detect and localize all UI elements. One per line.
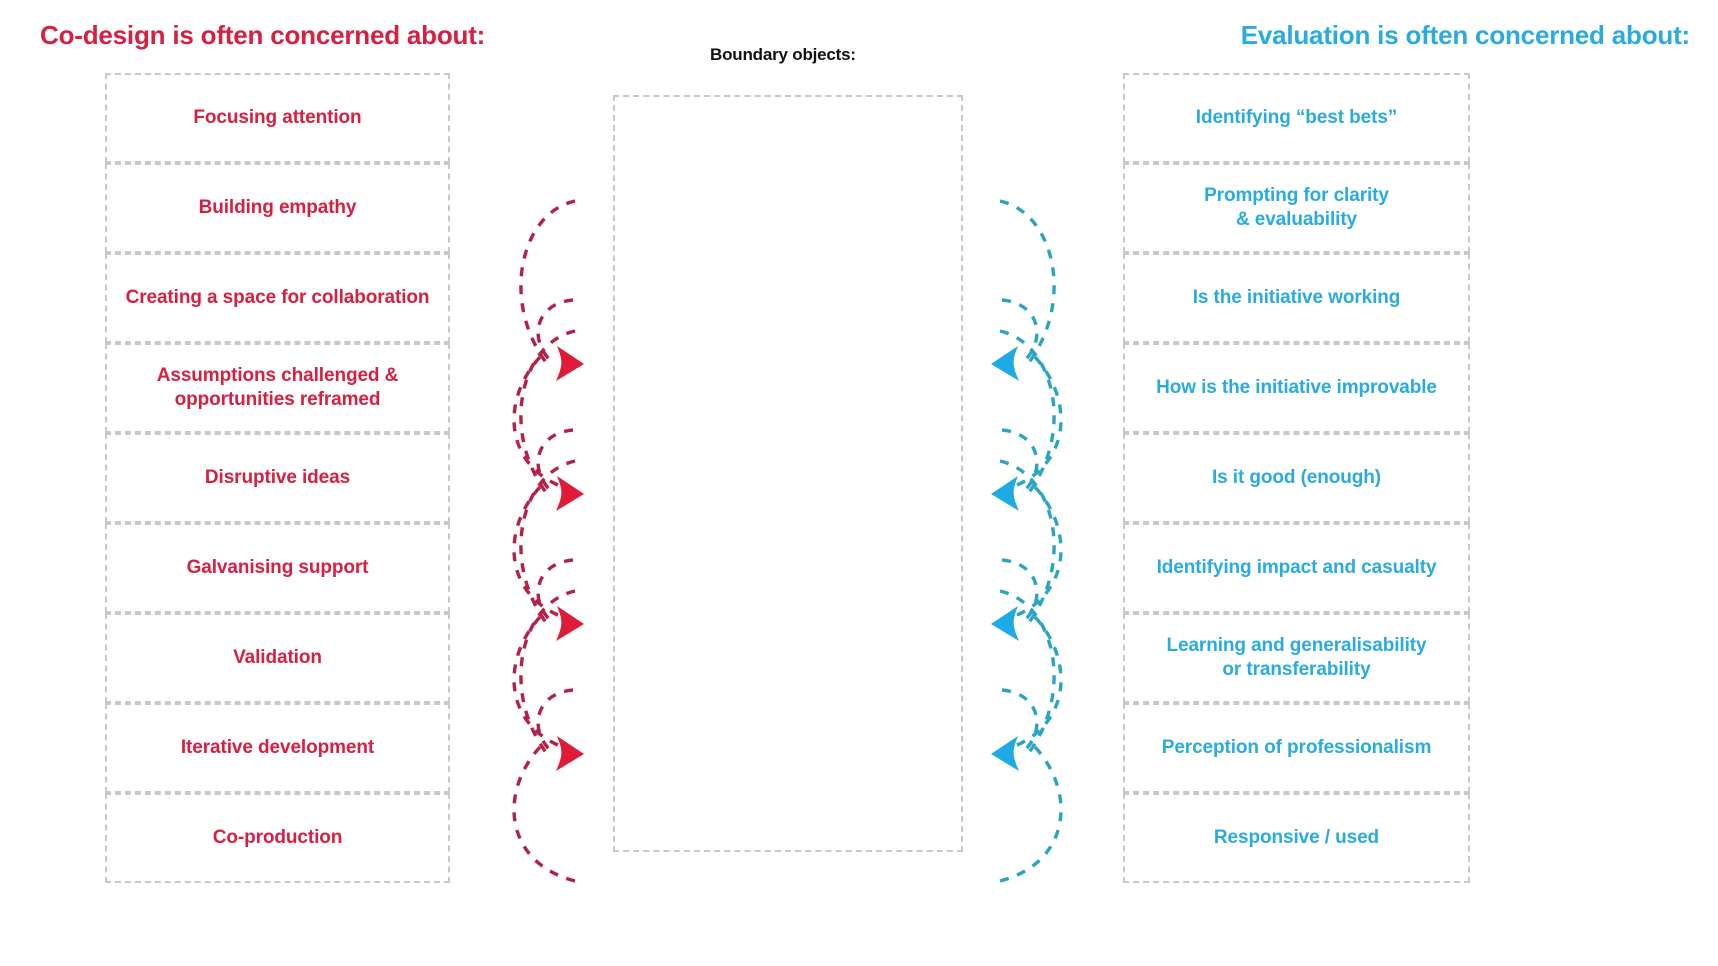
red-arrow-4-upper-curve	[519, 589, 576, 757]
evaluation-card-label: Perception of professionalism	[1161, 737, 1432, 759]
red-arrow-1	[512, 199, 584, 493]
blue-arrow-3-head	[991, 606, 1019, 641]
evaluation-card-label: Is the initiative working	[1192, 287, 1401, 309]
codesign-card[interactable]: Focusing attention	[105, 73, 450, 163]
codesign-card[interactable]: Building empathy	[105, 163, 450, 253]
evaluation-card-label: How is the initiative improvable	[1156, 377, 1437, 399]
blue-arrow-3-upper-curve	[999, 459, 1056, 627]
blue-arrow-2-lower-curve	[999, 485, 1063, 623]
red-arrow-1-lower-curve	[512, 355, 576, 493]
blue-arrow-4	[991, 589, 1063, 883]
evaluation-card[interactable]: Responsive / used	[1123, 793, 1470, 883]
evaluation-card[interactable]: Prompting for clarity& evaluability	[1123, 163, 1470, 253]
evaluation-card[interactable]: Perception of professionalism	[1123, 703, 1470, 793]
codesign-card[interactable]: Co-production	[105, 793, 450, 883]
evaluation-card[interactable]: How is the initiative improvable	[1123, 343, 1470, 433]
codesign-card-label: Co-production	[212, 827, 343, 849]
blue-arrow-2-upper-curve	[999, 329, 1056, 497]
codesign-card-label: Building empathy	[198, 197, 357, 219]
red-arrow-4-head	[556, 736, 584, 771]
red-arrow-4	[512, 589, 584, 883]
red-arrow-4-hook-curve	[536, 688, 574, 756]
blue-arrow-4-lower-curve	[999, 745, 1063, 883]
evaluation-card[interactable]: Is the initiative working	[1123, 253, 1470, 343]
blue-arrow-3	[991, 459, 1063, 753]
blue-arrow-4-upper-curve	[999, 589, 1056, 757]
codesign-card-label: Validation	[233, 647, 322, 669]
blue-arrow-4-head	[991, 736, 1019, 771]
blue-arrow-1	[991, 199, 1063, 493]
codesign-card[interactable]: Disruptive ideas	[105, 433, 450, 523]
codesign-card-label: Disruptive ideas	[204, 467, 351, 489]
red-arrow-3	[512, 459, 584, 753]
evaluation-card-label: Responsive / used	[1213, 827, 1380, 849]
page-title-boundary-objects: Boundary objects:	[710, 45, 856, 64]
evaluation-card-label: Prompting for clarity& evaluability	[1204, 185, 1389, 230]
evaluation-card[interactable]: Identifying “best bets”	[1123, 73, 1470, 163]
codesign-card-label: Assumptions challenged &opportunities re…	[156, 365, 399, 410]
red-arrow-2	[512, 329, 584, 623]
codesign-card[interactable]: Creating a space for collaboration	[105, 253, 450, 343]
codesign-card[interactable]: Assumptions challenged &opportunities re…	[105, 343, 450, 433]
red-arrow-3-head	[556, 606, 584, 641]
red-arrow-1-head	[556, 346, 584, 381]
blue-arrow-2	[991, 329, 1063, 623]
red-arrow-2-upper-curve	[519, 329, 576, 497]
evaluation-card-label: Is it good (enough)	[1211, 467, 1382, 489]
red-arrow-1-upper-curve	[519, 199, 576, 367]
red-arrow-2-hook-curve	[536, 428, 574, 496]
codesign-card-label: Iterative development	[180, 737, 375, 759]
red-arrow-3-lower-curve	[512, 615, 576, 753]
red-arrow-2-lower-curve	[512, 485, 576, 623]
codesign-card-label: Focusing attention	[193, 107, 362, 129]
codesign-card[interactable]: Validation	[105, 613, 450, 703]
page-title-codesign: Co-design is often concerned about:	[40, 20, 486, 50]
evaluation-card-label: Identifying “best bets”	[1195, 107, 1398, 129]
evaluation-card[interactable]: Identifying impact and casualty	[1123, 523, 1470, 613]
blue-arrow-4-hook-curve	[1001, 688, 1039, 756]
page-title-evaluation: Evaluation is often concerned about:	[1240, 20, 1691, 50]
blue-arrow-1-head	[991, 346, 1019, 381]
codesign-card[interactable]: Iterative development	[105, 703, 450, 793]
blue-arrow-3-hook-curve	[1001, 558, 1039, 626]
blue-arrow-2-hook-curve	[1001, 428, 1039, 496]
blue-arrow-1-upper-curve	[999, 199, 1056, 367]
red-arrow-2-head	[556, 476, 584, 511]
blue-arrow-3-lower-curve	[999, 615, 1063, 753]
blue-arrow-1-lower-curve	[999, 355, 1063, 493]
evaluation-card[interactable]: Is it good (enough)	[1123, 433, 1470, 523]
codesign-card[interactable]: Galvanising support	[105, 523, 450, 613]
boundary-objects-box[interactable]	[613, 95, 963, 852]
evaluation-concerns-list: Identifying “best bets” Prompting for cla…	[1123, 73, 1470, 883]
codesign-card-label: Galvanising support	[186, 557, 369, 579]
red-arrow-4-lower-curve	[512, 745, 576, 883]
blue-arrow-2-head	[991, 476, 1019, 511]
red-arrow-3-upper-curve	[519, 459, 576, 627]
blue-arrow-1-hook-curve	[1001, 298, 1039, 366]
evaluation-card-label: Identifying impact and casualty	[1156, 557, 1437, 579]
red-arrow-3-hook-curve	[536, 558, 574, 626]
codesign-card-label: Creating a space for collaboration	[125, 287, 430, 309]
red-arrow-1-hook-curve	[536, 298, 574, 366]
